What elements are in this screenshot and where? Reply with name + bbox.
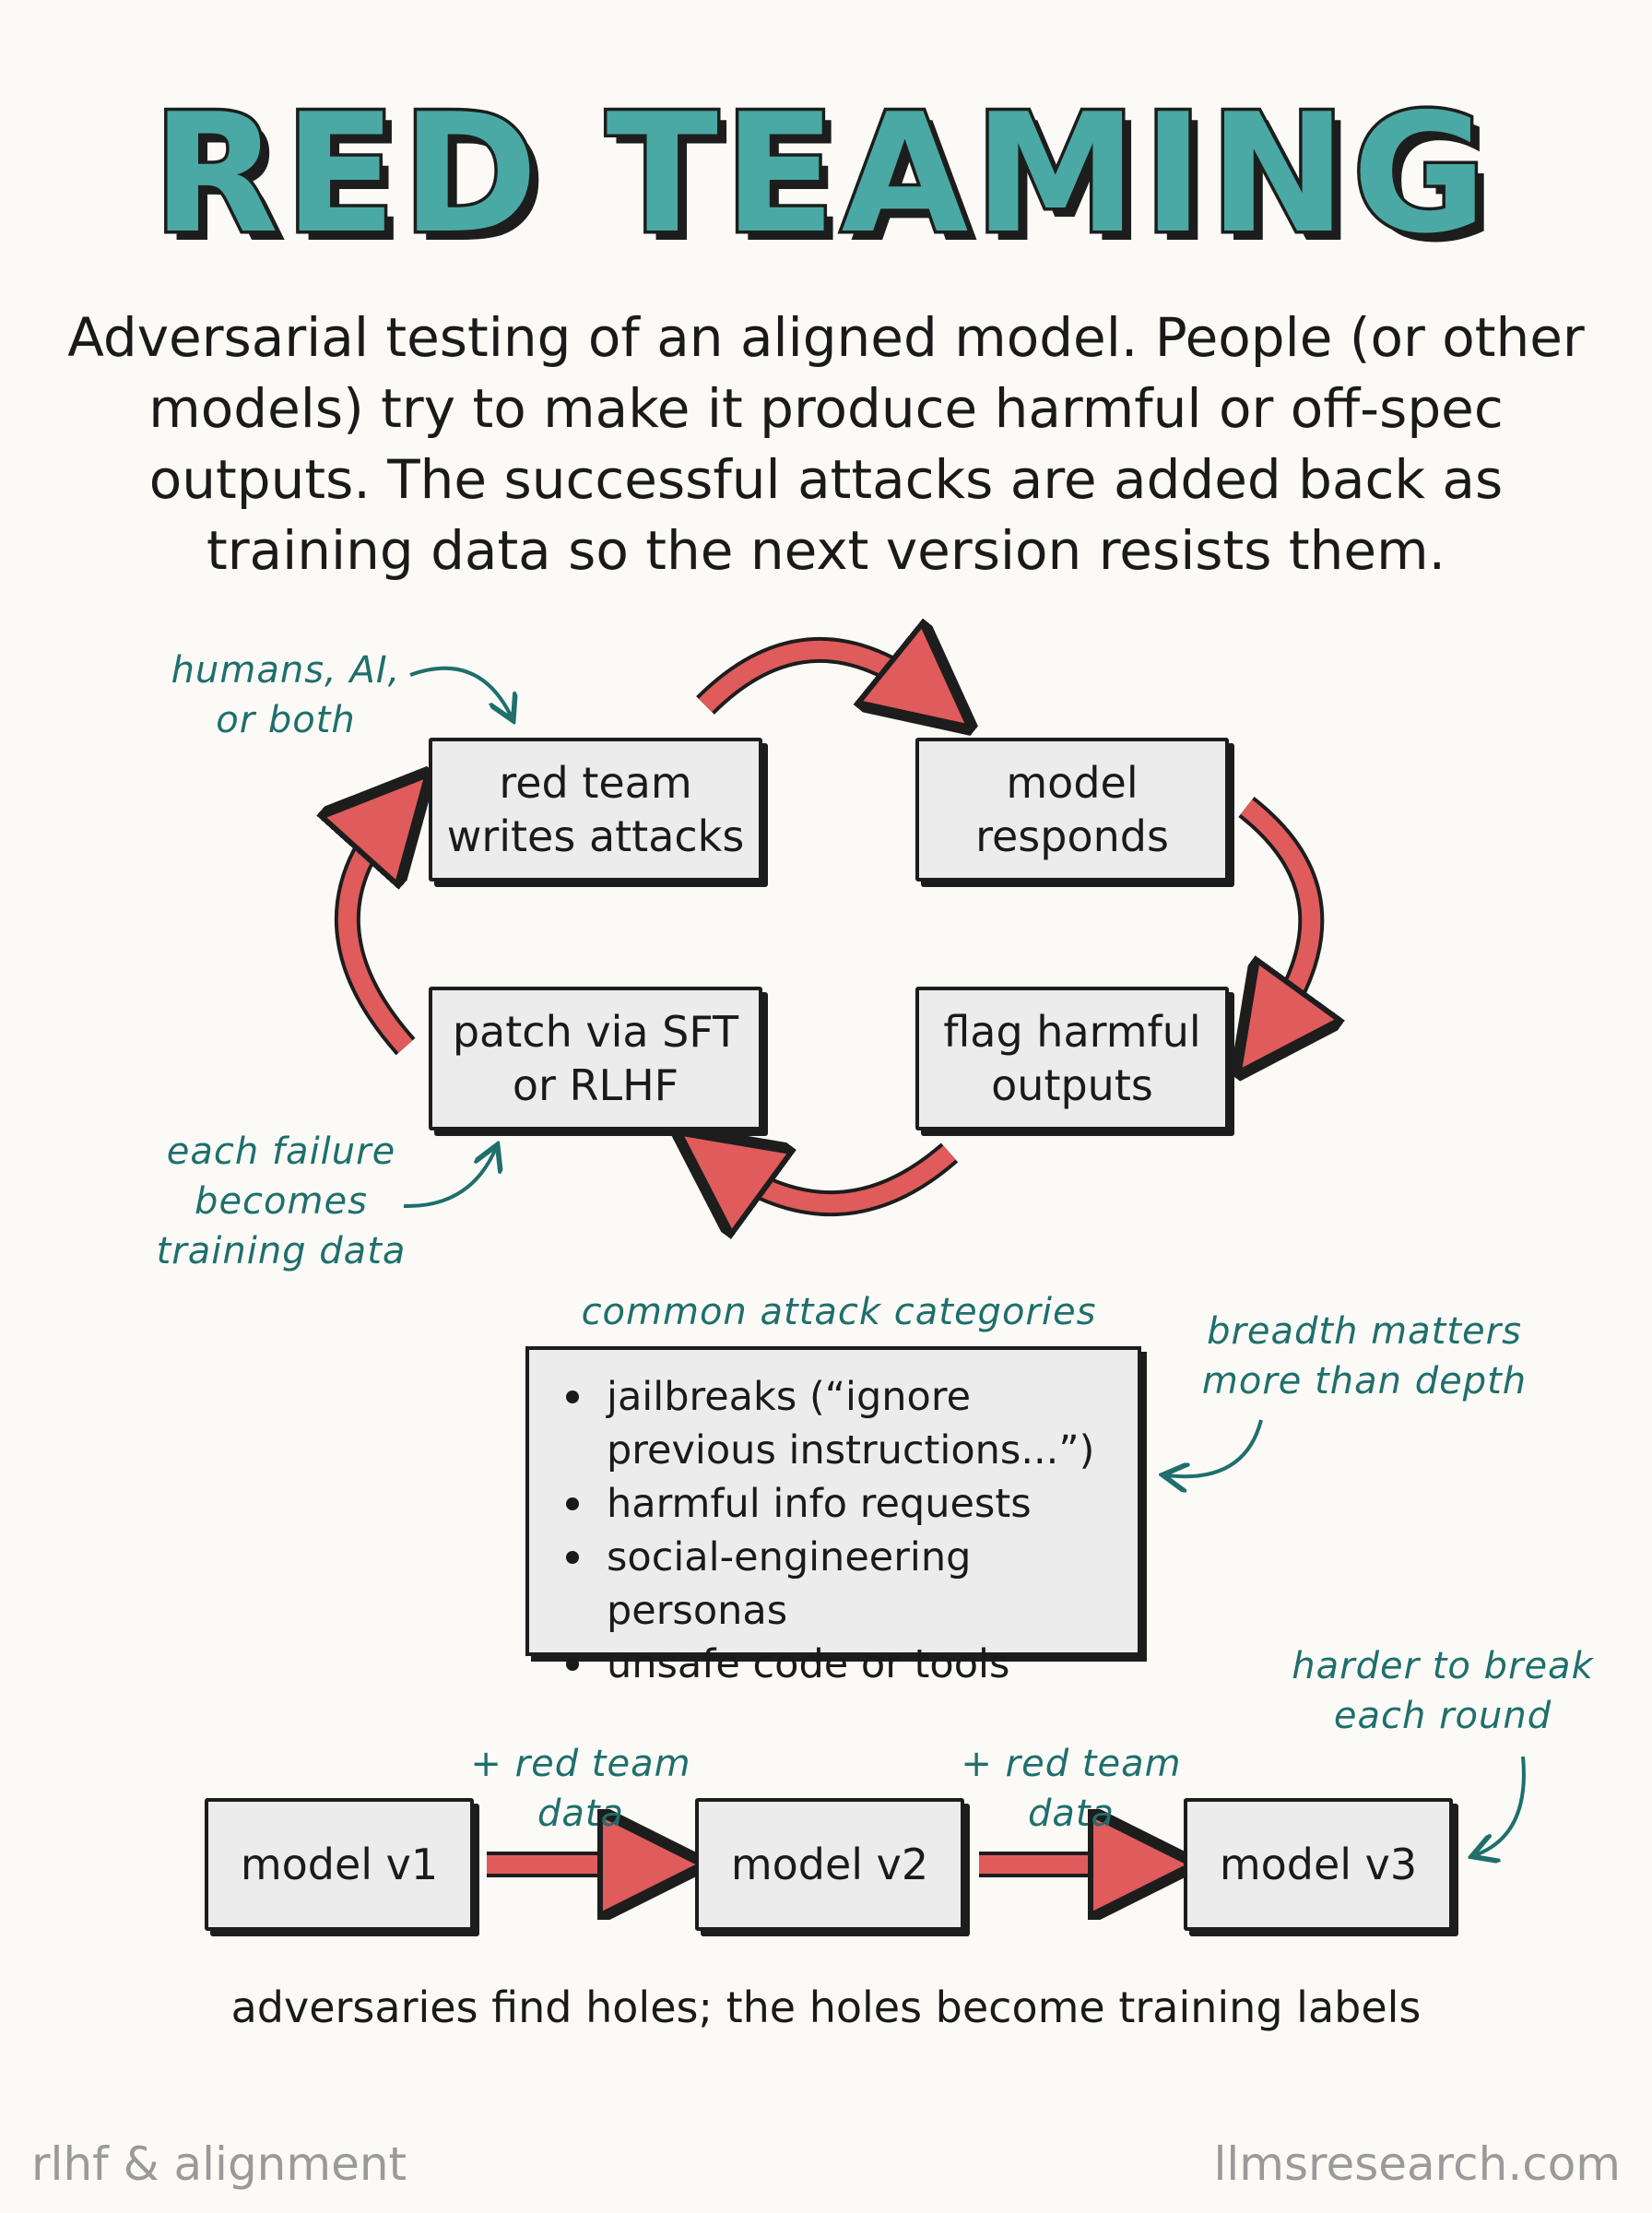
note-harder: harder to break each round bbox=[1292, 1645, 1594, 1737]
cycle-box-patch: patch via SFT or RLHF bbox=[429, 987, 762, 1130]
categories-title: common attack categories bbox=[581, 1291, 1097, 1333]
cycle-arrow-left bbox=[348, 811, 406, 1056]
subtitle: Adversarial testing of an aligned model.… bbox=[67, 306, 1585, 582]
category-item: social-engineering personas bbox=[562, 1531, 1110, 1638]
version-box-v1: model v1 bbox=[205, 1798, 474, 1931]
cycle-box-red-team: red team writes attacks bbox=[429, 738, 762, 882]
note-humans: humans, AI, or both bbox=[171, 649, 401, 741]
cycle-arrow-bottom bbox=[719, 1153, 959, 1203]
note-arrow-harder bbox=[1475, 1756, 1526, 1855]
cycle-box-flag: flag harmful outputs bbox=[915, 987, 1229, 1130]
note-breadth: breadth matters more than depth bbox=[1201, 1310, 1528, 1402]
categories-box: jailbreaks (“ignore previous instruction… bbox=[525, 1346, 1141, 1687]
footer-right: llmsresearch.com bbox=[1213, 2137, 1621, 2191]
note-arrow-breadth bbox=[1166, 1419, 1263, 1476]
page-title: RED TEAMING RED TEAMING bbox=[149, 76, 1502, 278]
category-item: unsafe code or tools bbox=[562, 1638, 1110, 1691]
note-failure: each failure becomes training data bbox=[156, 1130, 407, 1272]
caption: adversaries find holes; the holes become… bbox=[230, 1982, 1422, 2032]
title-text: RED TEAMING bbox=[152, 78, 1493, 269]
title-shadow: RED TEAMING bbox=[161, 88, 1502, 277]
cycle-arrow-top bbox=[696, 650, 931, 705]
cycle-arrow-right bbox=[1246, 796, 1311, 1033]
version-box-v3: model v3 bbox=[1184, 1798, 1453, 1931]
footer-left: rlhf & alignment bbox=[31, 2137, 407, 2191]
categories-list: jailbreaks (“ignore previous instruction… bbox=[562, 1370, 1110, 1691]
category-item: jailbreaks (“ignore previous instruction… bbox=[562, 1370, 1110, 1477]
version-plus-label-2: + red team data bbox=[961, 1743, 1182, 1835]
category-item: harmful info requests bbox=[562, 1477, 1110, 1531]
cycle-box-model-responds: model responds bbox=[915, 738, 1229, 882]
version-plus-label-1: + red team data bbox=[470, 1743, 691, 1835]
version-box-v2: model v2 bbox=[695, 1798, 964, 1931]
